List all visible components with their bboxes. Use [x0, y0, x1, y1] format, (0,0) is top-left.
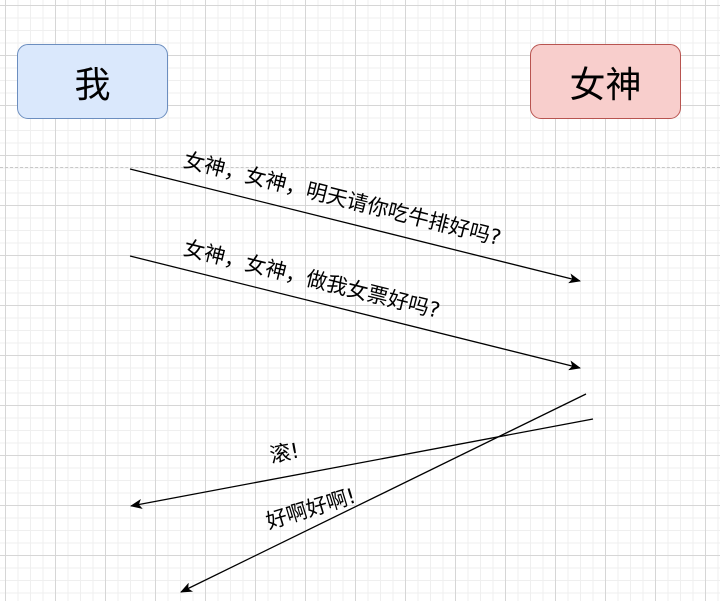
message-label-3: 滚!	[267, 438, 302, 468]
arrow-message-4[interactable]	[180, 393, 587, 593]
arrow-message-3[interactable]	[130, 418, 594, 509]
dashed-divider	[0, 167, 720, 168]
actor-goddess-label: 女神	[569, 64, 642, 106]
arrow-message-1[interactable]	[129, 168, 581, 284]
actor-goddess-box[interactable]: 女神	[530, 44, 681, 119]
actor-me-box[interactable]: 我	[17, 44, 168, 119]
actor-me-label: 我	[74, 64, 111, 106]
arrow-message-2[interactable]	[129, 255, 581, 371]
